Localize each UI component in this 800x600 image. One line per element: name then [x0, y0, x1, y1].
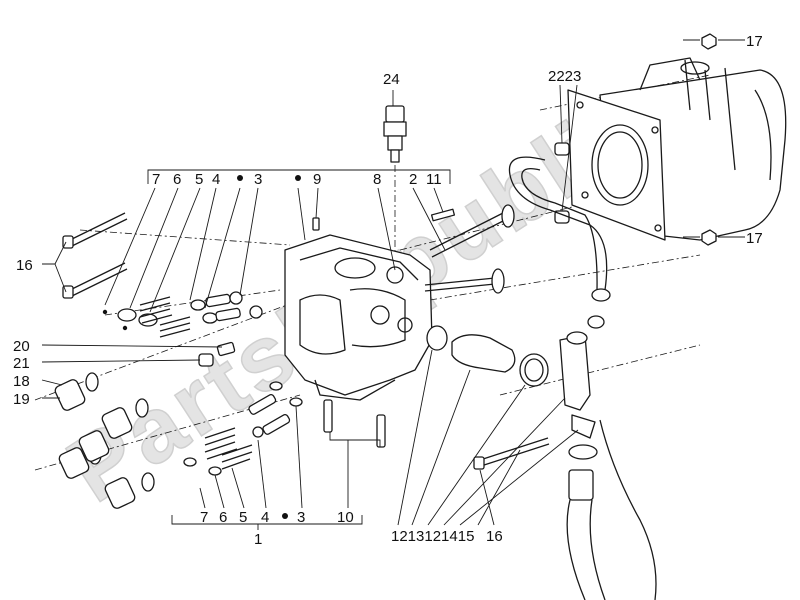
- callout-8-top: 8: [373, 171, 381, 188]
- callout-24: 24: [383, 71, 400, 88]
- intake-and-thermostat: [426, 315, 657, 600]
- long-bolt: [473, 437, 550, 470]
- bracket-lines: [147, 169, 451, 530]
- callout-17-bottom: 17: [746, 230, 763, 247]
- callout-19: 19: [13, 391, 30, 408]
- callout-16-left: 16: [16, 257, 33, 274]
- head-bolts-left: [62, 212, 128, 299]
- callout-6-bottom: 6: [219, 509, 227, 526]
- studs: [323, 399, 386, 448]
- callout-2-top: 2: [409, 171, 417, 188]
- valve-springs-upper: [102, 291, 263, 338]
- callout-7-top: 7: [152, 171, 160, 188]
- callout-1: 1: [254, 531, 262, 548]
- callout-4-top: 4: [212, 171, 220, 188]
- callout-3-bottom: 3: [297, 509, 305, 526]
- callout-22-23: 2223: [548, 68, 581, 85]
- cylinder-gasket: [567, 89, 666, 241]
- callout-4-bottom: 4: [261, 509, 269, 526]
- callout-6-top: 6: [173, 171, 181, 188]
- callout-16-bottom: 16: [486, 528, 503, 545]
- small-fittings: [198, 217, 320, 367]
- callout-5-bottom: 5: [239, 509, 247, 526]
- nut-17-top: [701, 33, 717, 50]
- callout-labels: 17 17 24 2223 7 6 5 4 3 9 8 2 11 16 20 2…: [13, 33, 763, 548]
- callout-21: 21: [13, 355, 30, 372]
- callout-9-top: 9: [313, 171, 321, 188]
- callout-5-top: 5: [195, 171, 203, 188]
- callout-3-top: 3: [254, 171, 262, 188]
- bushes-and-washers: [54, 372, 155, 509]
- oil-pipe: [508, 156, 611, 302]
- callout-11-top: 11: [426, 171, 442, 188]
- valve-springs-lower: [183, 381, 303, 476]
- temperature-sensor: [383, 105, 407, 163]
- callout-10: 10: [337, 509, 354, 526]
- callout-7-bottom: 7: [200, 509, 208, 526]
- nut-17-bottom: [701, 229, 717, 246]
- callout-20: 20: [13, 338, 30, 355]
- callout-12-15: 1213121415: [391, 528, 474, 545]
- leader-lines: [41, 39, 745, 526]
- cylinder-head: [284, 234, 433, 401]
- callout-17-top: 17: [746, 33, 763, 50]
- callout-dots: [237, 175, 301, 519]
- callout-18: 18: [13, 373, 30, 390]
- valves-upper: [424, 204, 515, 294]
